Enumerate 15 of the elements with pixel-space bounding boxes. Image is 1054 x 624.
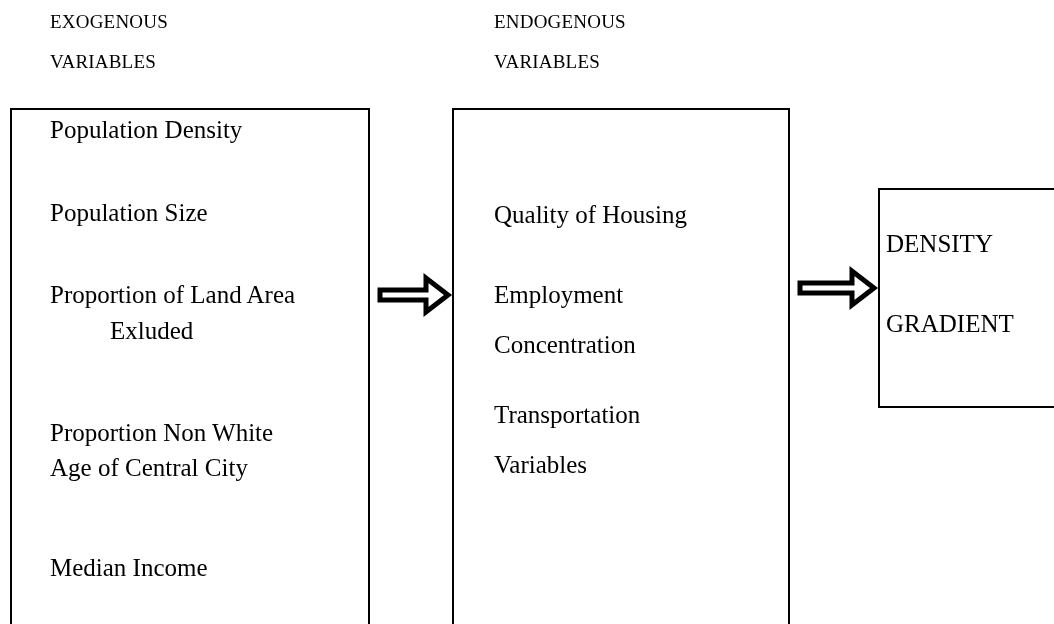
column-heading: EXOGENOUS VARIABLES [50, 10, 169, 74]
variable-label: Age of Central City [50, 453, 249, 483]
variable-label: Employment Concentration [494, 280, 637, 360]
variable-label: Transportation Variables [494, 400, 642, 480]
variable-label: DENSITY GRADIENT [886, 229, 1015, 339]
block-arrow [797, 265, 879, 311]
variable-box [878, 188, 1054, 408]
variable-label: Population Density [50, 115, 244, 145]
variable-label: Population Size [50, 198, 209, 228]
block-arrow [377, 272, 453, 318]
variable-label: Median Income [50, 553, 209, 583]
variable-label: Quality of Housing [494, 200, 689, 230]
column-heading: ENDOGENOUS VARIABLES [494, 10, 624, 74]
variable-label: Proportion Non White [50, 418, 275, 448]
variable-label: Proportion of Land Area Exluded [50, 280, 297, 346]
